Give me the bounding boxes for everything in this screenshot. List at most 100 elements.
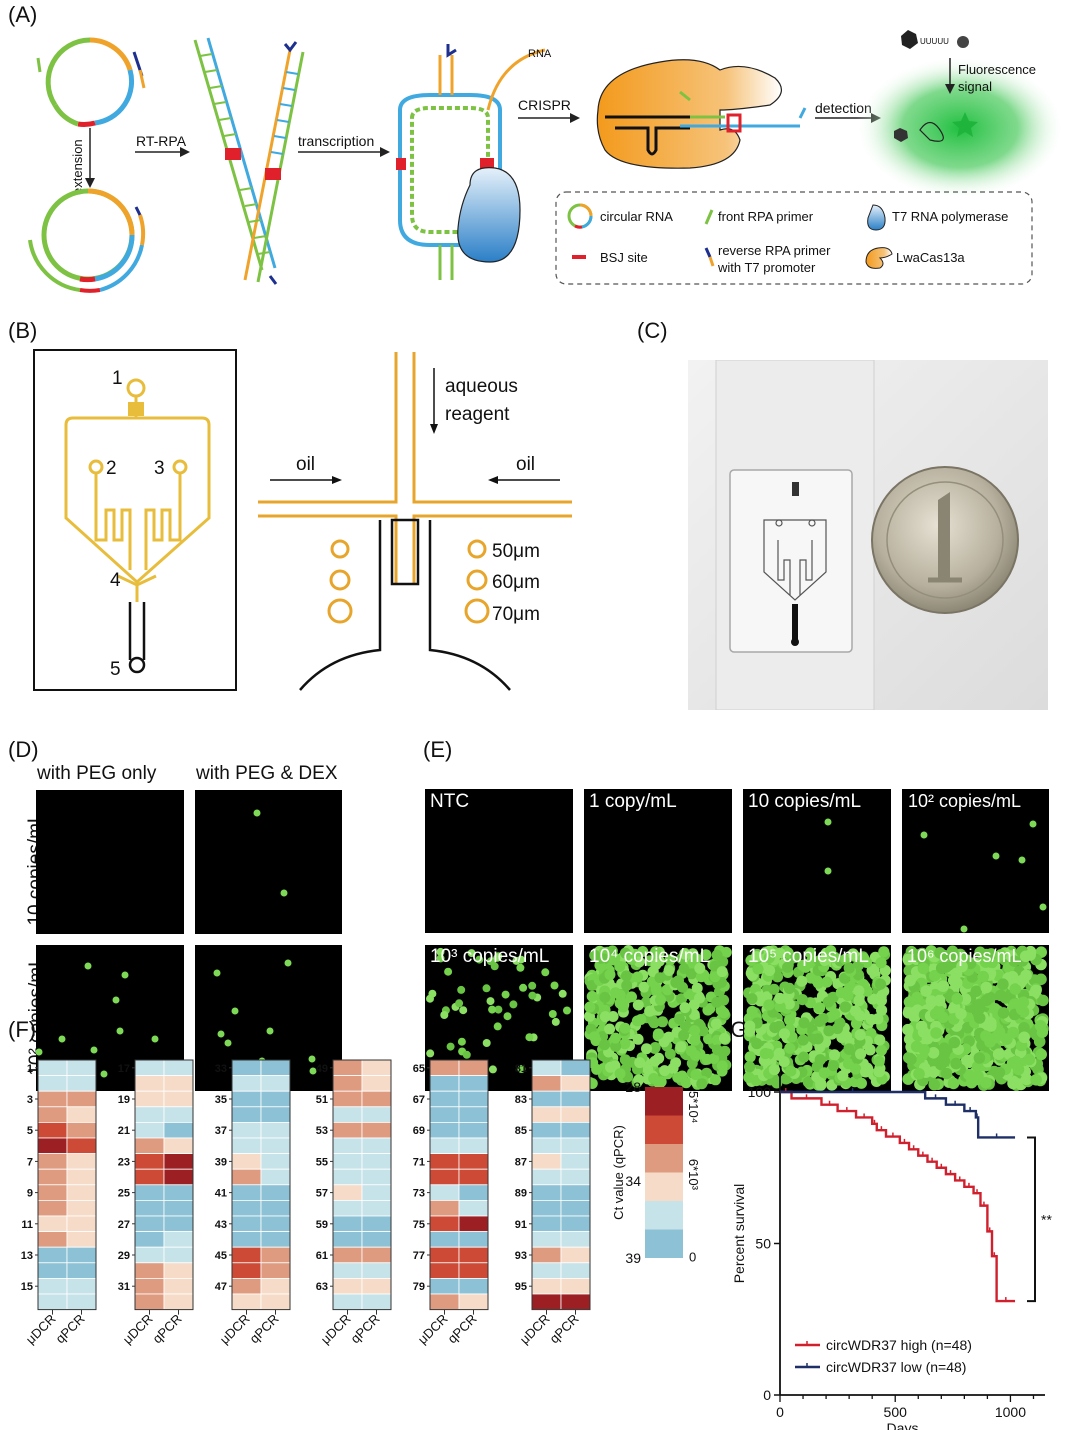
- size-label-70: 70μm: [492, 604, 540, 625]
- heatmap-cell: [260, 1153, 291, 1170]
- droplet: [584, 1001, 596, 1013]
- heatmap-row-label: 65: [413, 1063, 425, 1075]
- heatmap-cell: [231, 1293, 262, 1311]
- droplet: [920, 985, 932, 997]
- heatmap-cell: [531, 1153, 562, 1170]
- heatmap-cell: [37, 1246, 68, 1264]
- droplet: [718, 1007, 730, 1019]
- droplet: [798, 1051, 810, 1063]
- heatmap-cell: [458, 1293, 489, 1311]
- heatmap-row-label: 21: [118, 1125, 130, 1137]
- heatmap-col-label: μDCR: [120, 1311, 156, 1347]
- droplet: [1020, 969, 1032, 982]
- droplet: [595, 952, 607, 964]
- droplet: [673, 975, 684, 987]
- droplet: [796, 994, 809, 1006]
- heatmap-cell: [429, 1246, 460, 1264]
- heatmap-cell: [332, 1231, 363, 1248]
- droplet: [973, 1012, 986, 1024]
- heatmap-cell: [260, 1059, 291, 1077]
- coin-icon: [871, 466, 1019, 614]
- heatmap-cell: [361, 1215, 392, 1233]
- droplet: [672, 1071, 684, 1083]
- heatmap-cell: [163, 1075, 194, 1092]
- heatmap-cell: [560, 1199, 591, 1217]
- heatmap-row-label: 13: [21, 1250, 33, 1262]
- droplet: [1028, 974, 1041, 986]
- heatmap-cell: [231, 1106, 262, 1123]
- d-image-pegdex-10: [195, 790, 342, 934]
- oil-left-label: oil: [296, 454, 315, 475]
- heatmap-row-label: 69: [413, 1125, 425, 1137]
- heatmap-cell: [134, 1262, 165, 1279]
- droplet: [528, 991, 537, 1000]
- droplet: [948, 1036, 961, 1049]
- heatmap-col-label: qPCR: [444, 1311, 479, 1346]
- droplet: [664, 1048, 676, 1060]
- legend-t7-icon: [867, 204, 886, 231]
- legend-entry: circWDR37 high (n=48): [826, 1337, 972, 1353]
- panel-a-legend: circular RNA front RPA primer T7 RNA pol…: [555, 191, 1033, 285]
- droplet: [689, 1049, 701, 1061]
- heatmap-col-label: qPCR: [149, 1311, 184, 1346]
- droplet: [626, 991, 637, 1003]
- heatmap-cell: [163, 1137, 194, 1155]
- heatmap-cell: [163, 1090, 194, 1108]
- e-label-100copies: 10² copies/mL: [908, 791, 1022, 811]
- droplet: [658, 1036, 670, 1048]
- droplet: [927, 1047, 940, 1059]
- droplet: [444, 967, 453, 976]
- heatmap-cell: [531, 1075, 562, 1092]
- heatmap-cell: [134, 1199, 165, 1217]
- droplet: [992, 1048, 1005, 1060]
- heatmap-row-label: 71: [413, 1156, 425, 1168]
- droplet: [818, 1067, 830, 1079]
- heatmap-cell: [134, 1153, 165, 1170]
- droplet: [875, 1044, 888, 1056]
- heatmap-cell: [37, 1090, 68, 1108]
- heatmap-cell: [458, 1075, 489, 1092]
- heatmap-cell: [531, 1184, 562, 1201]
- droplet: [634, 1057, 646, 1069]
- heatmap-row-label: 61: [316, 1250, 328, 1262]
- heatmap-cell: [37, 1277, 68, 1295]
- heatmap-cell: [260, 1293, 291, 1311]
- droplet: [657, 1016, 668, 1028]
- heatmap-row-label: 9: [27, 1188, 33, 1200]
- droplet: [519, 983, 528, 992]
- heatmap-col-label: qPCR: [546, 1311, 581, 1346]
- droplet: [678, 1029, 690, 1041]
- droplet: [503, 1012, 512, 1021]
- droplet: [1009, 983, 1022, 995]
- e-label-10copies: 10 copies/mL: [748, 791, 862, 812]
- droplet: [619, 1054, 631, 1066]
- droplet: [548, 1010, 557, 1018]
- droplet: [719, 1032, 730, 1044]
- droplet: [700, 949, 712, 961]
- droplet: [604, 1023, 616, 1035]
- droplet: [878, 946, 890, 958]
- droplet: [974, 946, 986, 959]
- droplet: [855, 1077, 868, 1089]
- heatmap-cell: [531, 1137, 562, 1155]
- heatmap-cell: [231, 1277, 262, 1295]
- droplet: [667, 1062, 679, 1074]
- heatmap-cell: [332, 1184, 363, 1201]
- e-droplets-1e4: [584, 945, 732, 1090]
- droplet: [620, 970, 632, 982]
- droplet: [689, 1034, 701, 1046]
- heatmap-cell: [66, 1262, 97, 1279]
- rt-rpa-label: RT-RPA: [136, 133, 187, 149]
- droplet: [632, 999, 644, 1011]
- glass-slide: [729, 469, 853, 653]
- droplet: [689, 1025, 701, 1037]
- heatmap-cell: [531, 1059, 562, 1077]
- heatmap-cell: [37, 1231, 68, 1248]
- droplet: [842, 990, 854, 1002]
- heatmap-cell: [37, 1106, 68, 1123]
- droplet: [488, 1005, 497, 1014]
- size-label-50: 50μm: [492, 541, 540, 562]
- droplet: [935, 1058, 947, 1071]
- heatmap-cell: [429, 1075, 460, 1092]
